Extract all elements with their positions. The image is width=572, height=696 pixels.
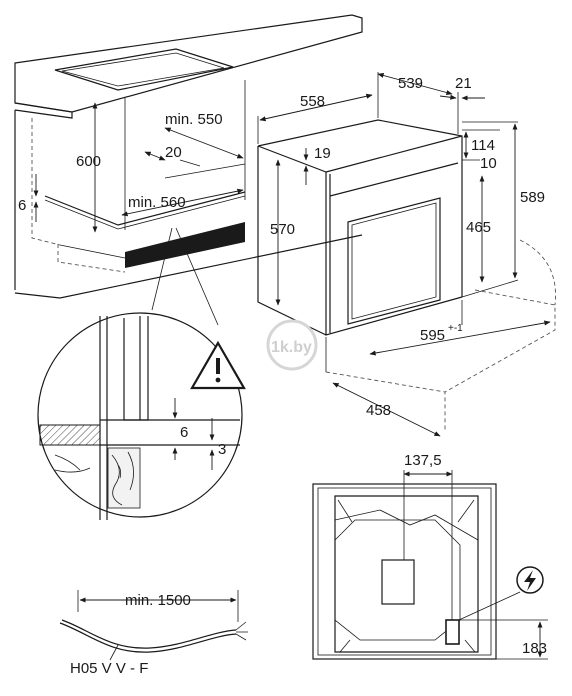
label-min-1500: min. 1500: [125, 592, 191, 609]
label-19: 19: [314, 145, 331, 162]
label-114: 114: [471, 137, 495, 154]
watermark-text: 1k.by: [271, 339, 312, 356]
label-539: 539: [398, 75, 423, 92]
label-cable-type: H05 V V - F: [70, 660, 148, 677]
dim-20: 20: [144, 144, 201, 167]
label-570: 570: [270, 221, 295, 238]
label-137-5: 137,5: [404, 452, 442, 469]
label-458: 458: [366, 402, 391, 419]
electric-plug-icon: [458, 566, 544, 621]
dim-465: 465: [466, 175, 491, 283]
dim-137-5: 137,5: [403, 452, 453, 620]
dim-21: 21: [439, 75, 485, 134]
label-183: 183: [522, 640, 547, 657]
dim-595: 595 +-1: [325, 300, 551, 372]
label-6-left: 6: [18, 197, 26, 214]
dim-600: 600: [76, 102, 101, 233]
dim-min-560: min. 560: [121, 188, 244, 217]
dim-589: 589: [461, 121, 545, 298]
label-465: 465: [466, 219, 491, 236]
label-detail-6: 6: [180, 424, 188, 441]
watermark: 1k.by: [266, 319, 318, 371]
oven-rear-view: [312, 483, 497, 660]
label-10: 10: [480, 155, 497, 172]
dim-558: 558: [257, 72, 379, 144]
label-558: 558: [300, 93, 325, 110]
dim-458: 458: [332, 382, 441, 437]
label-detail-3: 3: [218, 441, 226, 458]
dim-19: 19: [303, 145, 331, 185]
dim-min-550: min. 550: [164, 111, 244, 159]
label-min-560: min. 560: [128, 194, 186, 211]
warning-triangle-icon: [190, 340, 246, 390]
cable: min. 1500 H05 V V - F: [59, 590, 248, 677]
dim-10: 10: [462, 155, 497, 172]
dim-539: 539: [377, 73, 453, 95]
dim-183: 183: [460, 619, 548, 660]
cabinet-niche: [14, 14, 363, 299]
dim-570: 570: [270, 159, 295, 306]
label-20: 20: [165, 144, 182, 161]
dim-6-left: 6: [18, 174, 39, 222]
label-589: 589: [520, 189, 545, 206]
label-600: 600: [76, 153, 101, 170]
detail-callout: 6 3: [37, 227, 243, 520]
label-min-550: min. 550: [165, 111, 223, 128]
label-595-tolerance: +-1: [448, 323, 463, 334]
label-595: 595: [420, 327, 445, 344]
label-21: 21: [455, 75, 472, 92]
oven-dashed-outline: [325, 239, 556, 430]
dim-114: 114: [462, 129, 500, 159]
